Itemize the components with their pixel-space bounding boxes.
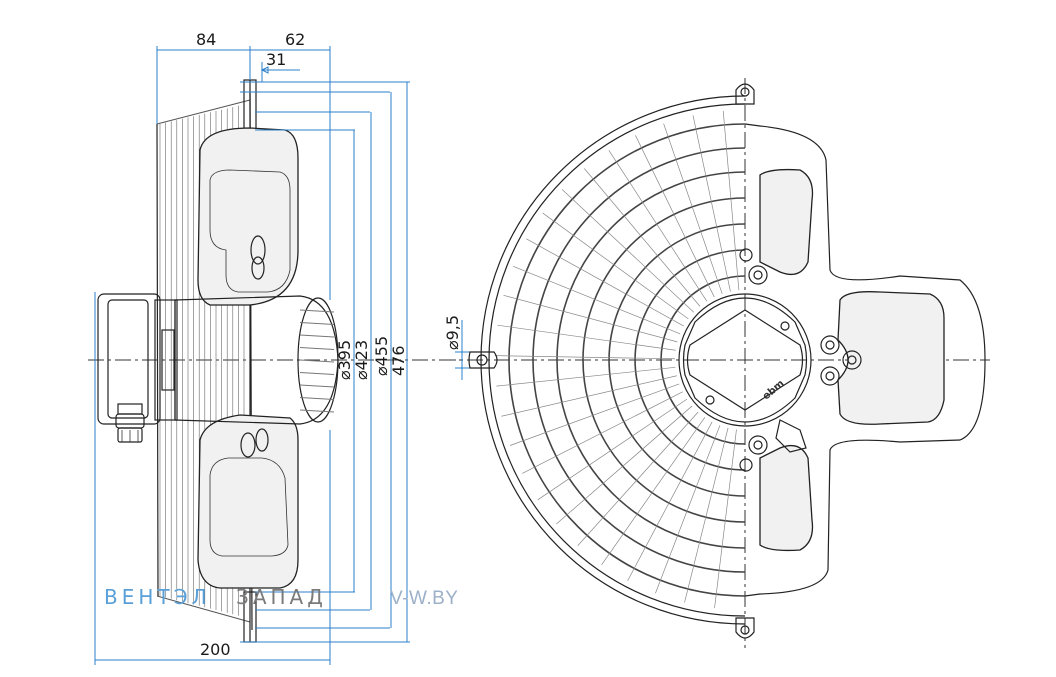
watermark-url: V-W.BY <box>390 588 458 609</box>
guard-ring <box>634 249 746 471</box>
guard-spoke <box>556 405 693 525</box>
front-blade-right <box>837 291 945 425</box>
side-blade-bottom <box>197 414 299 589</box>
front-blade-bottom <box>759 444 814 552</box>
guard-ring <box>608 223 746 497</box>
guard-spoke <box>501 375 677 417</box>
guard-spoke <box>635 135 715 298</box>
side-hub <box>174 295 339 425</box>
dim-d423: ⌀423 <box>352 340 371 380</box>
dim-84: 84 <box>196 30 216 49</box>
guard-spoke <box>496 366 676 387</box>
hub-rib <box>299 384 335 388</box>
guard-spoke <box>601 417 706 565</box>
front-blade-top <box>759 168 814 276</box>
hub-logo-mark: ebm <box>761 378 787 402</box>
guard-ring <box>582 197 746 523</box>
guard-spoke <box>714 429 737 609</box>
dim-31: 31 <box>266 50 286 69</box>
guard-spoke <box>509 383 680 446</box>
guard-spoke <box>526 238 684 327</box>
guard-spoke <box>684 427 729 603</box>
front-terminal-box <box>775 419 807 453</box>
hub-rib <box>299 397 335 400</box>
side-view <box>88 79 460 643</box>
guard-ring <box>660 275 746 445</box>
guard-spoke <box>542 212 689 320</box>
cable-gland <box>115 403 145 443</box>
front-outer-shell-right <box>744 123 986 597</box>
side-blade-top <box>197 127 299 306</box>
watermark-brand-part2: ЗАПАД <box>236 585 327 609</box>
guard-spoke <box>561 189 695 313</box>
guard-spoke <box>663 123 723 294</box>
guard-spoke <box>655 425 721 594</box>
watermark: ВЕНТЭЛ ЗАПАД V-W.BY <box>104 585 458 609</box>
watermark-brand-part1: ВЕНТЭЛ <box>104 585 211 609</box>
hub-rib <box>299 309 335 313</box>
guard-spoke <box>537 398 688 501</box>
guard-spoke <box>495 355 676 360</box>
guard-spoke <box>522 391 683 474</box>
guard-spoke <box>513 266 681 335</box>
dim-d455: ⌀455 <box>372 336 391 376</box>
side-motor <box>97 293 178 425</box>
side-blade-top-inner <box>209 169 291 293</box>
hub-rib <box>299 347 335 350</box>
guard-spoke <box>497 324 676 351</box>
guard-ring <box>532 147 746 573</box>
guard-ring <box>556 171 746 549</box>
side-blade-bottom-inner <box>209 457 289 557</box>
front-view: ebm <box>440 78 990 648</box>
guard-spoke <box>503 294 678 343</box>
guard-spoke <box>584 168 701 307</box>
front-mounting-lugs <box>468 83 755 639</box>
hub-rib <box>299 372 335 375</box>
hub-rib <box>299 322 335 325</box>
dim-476: 476 <box>389 345 408 376</box>
side-blade-bolts <box>240 235 269 458</box>
guard-spoke <box>627 421 713 581</box>
guard-spoke <box>608 150 708 302</box>
dim-d395: ⌀395 <box>335 340 354 380</box>
guard-spoke <box>692 115 731 292</box>
dim-200: 200 <box>200 640 231 659</box>
dimension-lines <box>94 46 410 665</box>
front-blade-bolts <box>739 248 862 472</box>
hub-rib <box>299 334 335 338</box>
hub-rib <box>299 409 335 413</box>
guard-spoke <box>722 110 740 291</box>
hub-rib <box>299 359 335 363</box>
guard-spoke <box>577 411 699 547</box>
front-guard <box>480 95 746 625</box>
dim-mount-hole: ⌀9,5 <box>443 315 462 350</box>
dimension-labels: 84 62 31 200 ⌀395 ⌀423 ⌀455 476 ⌀9,5 <box>196 30 462 659</box>
dim-62: 62 <box>285 30 305 49</box>
